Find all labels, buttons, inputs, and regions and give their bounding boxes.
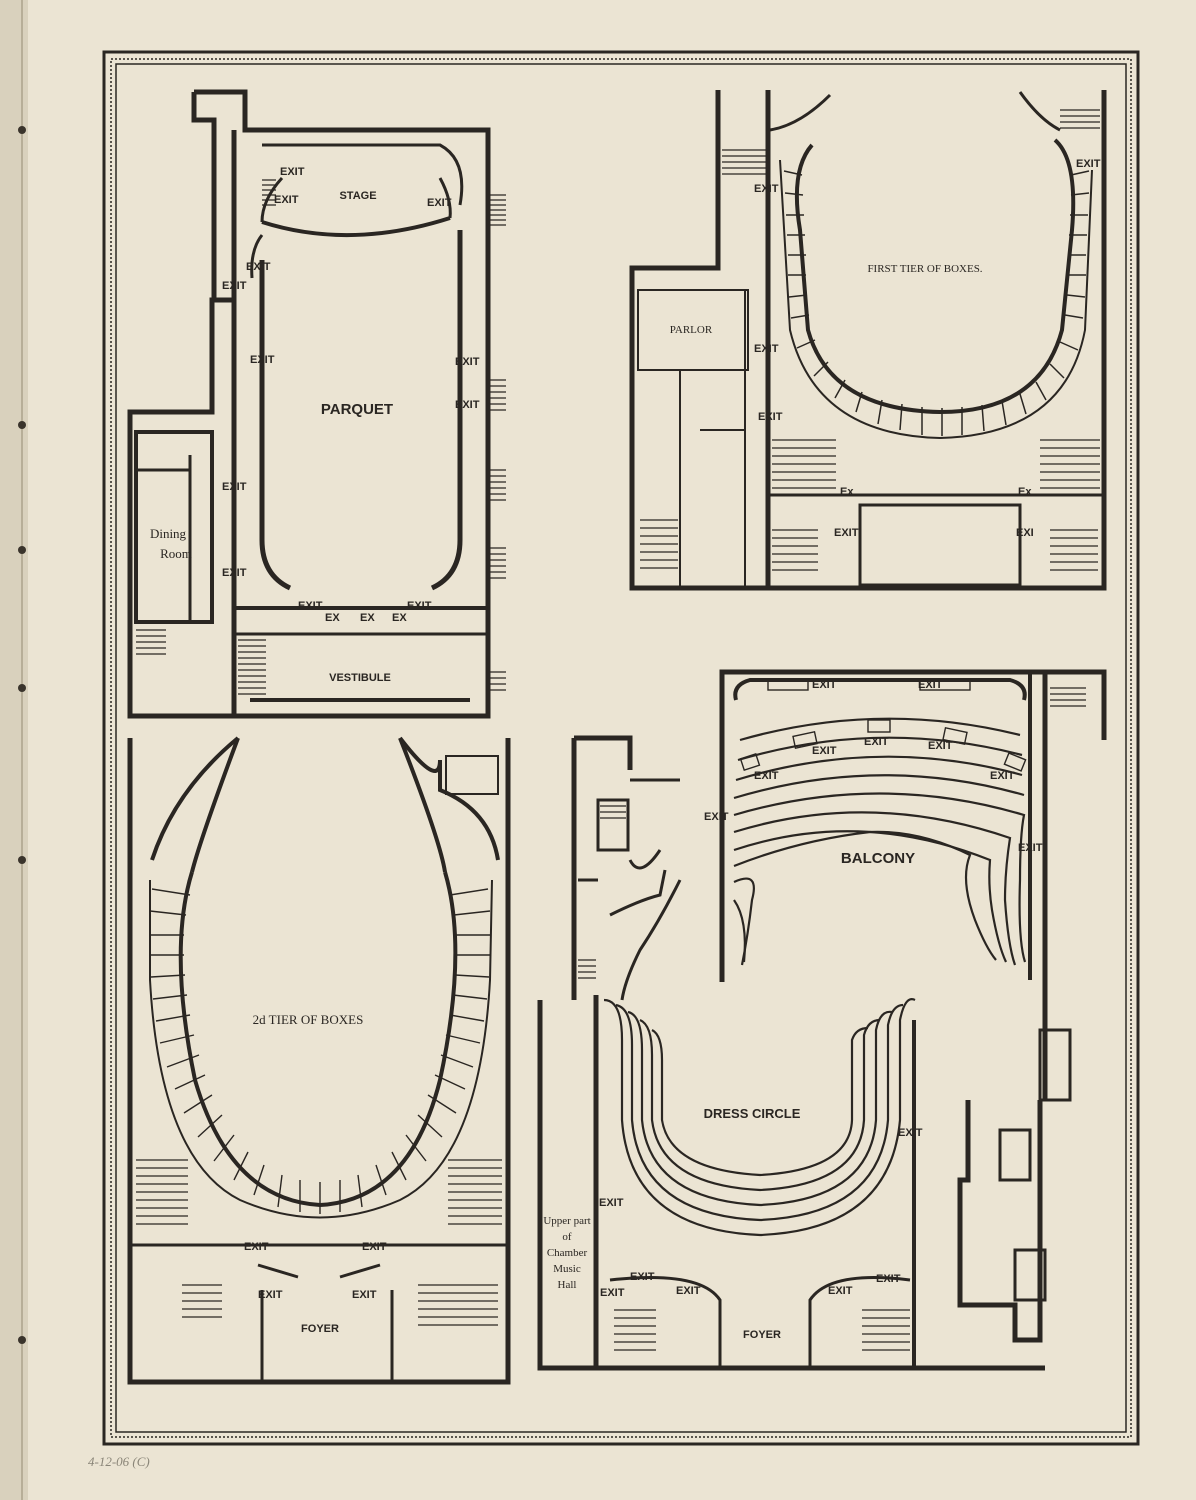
first-tier-title: FIRST TIER OF BOXES.	[867, 263, 982, 275]
exit-label: EXIT	[280, 166, 305, 178]
svg-text:Hall: Hall	[558, 1279, 577, 1291]
exit-label: EXIT	[455, 356, 480, 368]
svg-text:EXIT: EXIT	[876, 1273, 901, 1285]
parquet-exit-labels: EXIT EXIT EXIT EXIT EXIT EXIT EXIT EXIT …	[222, 166, 480, 624]
plan-first-tier: FIRST TIER OF BOXES. PARLOR EXIT EXIT EX…	[629, 90, 1107, 591]
svg-text:Upper part: Upper part	[543, 1215, 590, 1227]
svg-text:Chamber: Chamber	[547, 1247, 588, 1259]
vestibule-label: VESTIBULE	[329, 672, 391, 684]
svg-text:EXIT: EXIT	[1076, 158, 1101, 170]
svg-text:EXIT: EXIT	[352, 1289, 377, 1301]
svg-text:EXIT: EXIT	[928, 740, 953, 752]
ex-label: EX	[325, 612, 340, 624]
dress-circle-exit-labels: EXIT EXIT EXIT EXIT EXIT EXIT EXIT	[599, 1127, 923, 1299]
exit-label: EXIT	[455, 399, 480, 411]
svg-text:EXIT: EXIT	[754, 183, 779, 195]
svg-text:of: of	[562, 1231, 572, 1243]
svg-text:EXIT: EXIT	[864, 736, 889, 748]
svg-text:EXIT: EXIT	[630, 1271, 655, 1283]
chamber-music-hall-note: Upper part of Chamber Music Hall	[543, 1215, 590, 1291]
balcony-exit-labels: EXIT EXIT EXIT EXIT EXIT EXIT EXIT EXIT …	[704, 679, 1043, 854]
exit-label: EXIT	[222, 481, 247, 493]
first-tier-exit-labels: EXIT EXIT EXIT EXIT EXIT Ex Ex EXI	[754, 158, 1101, 539]
pencil-note: 4-12-06 (C)	[88, 1454, 150, 1469]
exit-label: EXIT	[407, 600, 432, 612]
svg-text:EXIT: EXIT	[704, 811, 729, 823]
parquet-title: PARQUET	[321, 401, 393, 418]
binding-margin	[0, 0, 28, 1500]
ex-label: EX	[392, 612, 407, 624]
svg-text:EXIT: EXIT	[828, 1285, 853, 1297]
exit-label: EXIT	[274, 194, 299, 206]
binding-holes	[18, 126, 26, 1344]
page-border	[102, 50, 1140, 1446]
svg-text:EXIT: EXIT	[1018, 842, 1043, 854]
svg-text:EXIT: EXIT	[990, 770, 1015, 782]
svg-text:EXIT: EXIT	[362, 1241, 387, 1253]
svg-text:EXIT: EXIT	[754, 343, 779, 355]
second-tier-exit-labels: EXIT EXIT EXIT EXIT	[244, 1241, 387, 1301]
exit-label: EXIT	[222, 280, 247, 292]
svg-text:EXIT: EXIT	[812, 679, 837, 691]
second-tier-title: 2d TIER OF BOXES	[253, 1012, 364, 1027]
svg-text:EXIT: EXIT	[258, 1289, 283, 1301]
dining-room-label-2: Room	[160, 546, 192, 561]
exit-label: EXIT	[222, 567, 247, 579]
balcony-seat-rows	[733, 717, 1027, 966]
ex-label: EX	[360, 612, 375, 624]
box-partitions-2	[149, 888, 491, 1214]
dress-circle-foyer-label: FOYER	[743, 1329, 781, 1341]
svg-text:EXIT: EXIT	[812, 745, 837, 757]
exit-label: EXIT	[250, 354, 275, 366]
exit-label: EXIT	[298, 600, 323, 612]
dining-room-label-1: Dining	[150, 526, 187, 541]
svg-text:EXIT: EXIT	[676, 1285, 701, 1297]
svg-text:EXIT: EXIT	[834, 527, 859, 539]
svg-text:EXIT: EXIT	[600, 1287, 625, 1299]
stage-label: STAGE	[339, 190, 376, 202]
dress-circle-title: DRESS CIRCLE	[704, 1106, 801, 1121]
svg-text:EXIT: EXIT	[898, 1127, 923, 1139]
plan-dress-circle: DRESS CIRCLE FOYER Upper part of Chamber…	[537, 735, 1072, 1371]
svg-text:EXIT: EXIT	[758, 411, 783, 423]
svg-text:EXI: EXI	[1016, 527, 1034, 539]
exit-label: EXIT	[427, 197, 452, 209]
exit-label: EXIT	[246, 261, 271, 273]
plan-second-tier: 2d TIER OF BOXES FOYER EXIT EXIT EXIT EX…	[127, 736, 511, 1385]
svg-text:Ex: Ex	[840, 486, 854, 498]
svg-text:Music: Music	[553, 1263, 581, 1275]
svg-text:Ex: Ex	[1018, 486, 1032, 498]
plan-parquet: PARQUET STAGE Dining Room VESTIBULE EXIT…	[127, 89, 506, 719]
parlor-label: PARLOR	[670, 324, 713, 336]
svg-text:EXIT: EXIT	[918, 679, 943, 691]
svg-text:EXIT: EXIT	[599, 1197, 624, 1209]
svg-text:EXIT: EXIT	[754, 770, 779, 782]
foyer-label: FOYER	[301, 1323, 339, 1335]
svg-text:EXIT: EXIT	[244, 1241, 269, 1253]
plan-balcony: BALCONY EXIT EXIT EXIT EXIT EXIT EXIT EX…	[704, 669, 1107, 1100]
balcony-title: BALCONY	[841, 850, 915, 867]
box-partitions	[783, 170, 1090, 436]
dress-circle-rows	[603, 998, 916, 1237]
